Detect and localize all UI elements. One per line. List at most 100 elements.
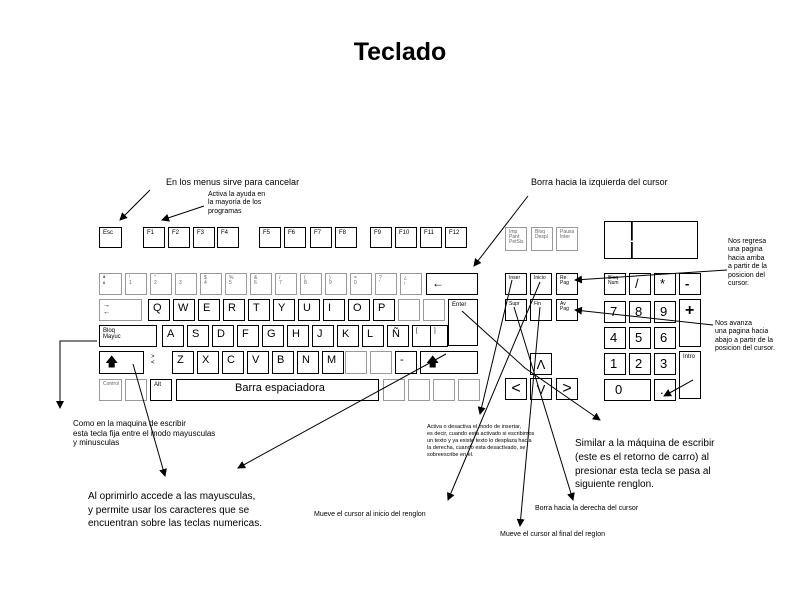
key-f11: F11	[420, 227, 442, 248]
key-spacebar: Barra espaciadora	[176, 379, 379, 401]
key-num-row-¡: ¿ ¡	[400, 273, 422, 295]
key-accent	[398, 299, 420, 321]
key-f10: F10	[395, 227, 417, 248]
key-i: I	[323, 299, 345, 321]
key-comma	[345, 351, 367, 374]
note-home: Mueve el cursor al inicio del renglon	[314, 511, 426, 518]
note-end: Mueve el cursor al final del regIon	[500, 531, 606, 538]
key-num-row-7: / 7	[275, 273, 297, 295]
key-num-slash: /	[629, 273, 651, 295]
arrow-end	[516, 306, 541, 527]
key-less-greater: > <	[147, 351, 167, 374]
note-backspace: Borra hacia la izquierda del cursor	[531, 177, 668, 187]
arrow-insert	[477, 279, 513, 415]
key-z: Z	[172, 351, 194, 374]
key-arrow-left: <	[505, 378, 527, 400]
arrow-caps-lock	[56, 340, 97, 409]
note-caps-lock: Como en la maquina de escribir esta tecl…	[73, 419, 216, 448]
key-b: B	[272, 351, 294, 374]
key-o: O	[348, 299, 370, 321]
note-f1: Activa la ayuda en la mayoría de los pro…	[208, 191, 266, 215]
key-num-row-9: ) 9	[325, 273, 347, 295]
key-p: P	[373, 299, 395, 321]
key-ñ: Ñ	[387, 325, 409, 347]
key-f6: F6	[284, 227, 306, 248]
note-enter: Similar a la máquina de escribir (este e…	[575, 438, 715, 491]
note-shift: Al oprimirlo accede a las mayusculas, y …	[88, 491, 262, 529]
arrow-f1	[161, 205, 205, 222]
key-altgr	[383, 379, 405, 401]
key-f3: F3	[193, 227, 215, 248]
note-page-up: Nos regresa una pagina hacia arriba a pa…	[728, 238, 767, 287]
arrow-intro	[663, 379, 694, 397]
key-ordinal: ª º	[99, 273, 122, 295]
key-num-row-0: = 0	[350, 273, 372, 295]
key-num-star: *	[654, 273, 676, 295]
key-f8: F8	[335, 227, 357, 248]
key-page-up: Re Pag	[556, 273, 578, 295]
key-w: W	[173, 299, 195, 321]
key-delete: Supr	[505, 299, 527, 321]
key-print-screen: Imp Pant PetSis	[505, 227, 527, 251]
key-esc: Esc	[99, 227, 122, 248]
key-num-0: 0	[604, 379, 651, 401]
status-lights-panel: | |	[604, 221, 698, 259]
key-insert: Inser	[505, 273, 527, 295]
arrow-page-up	[574, 269, 728, 284]
key-m: M	[322, 351, 344, 374]
key-u: U	[298, 299, 320, 321]
key-arrow-right: >	[556, 378, 578, 400]
key-num-row-3: · 3	[175, 273, 197, 295]
key-num-enter: Intro	[679, 351, 701, 399]
arrow-page-down	[574, 306, 714, 326]
key-tab: → ←	[99, 299, 142, 321]
key-alt: Alt	[150, 379, 172, 401]
key-q: Q	[148, 299, 170, 321]
key-f7: F7	[310, 227, 332, 248]
key-a: A	[162, 325, 184, 347]
key-win-right	[408, 379, 430, 401]
key-plus-star	[423, 299, 445, 321]
key-num-2: 2	[629, 353, 651, 375]
key-num-row-1: ! 1	[125, 273, 147, 295]
key-num-1: 1	[604, 353, 626, 375]
key-f9: F9	[370, 227, 392, 248]
note-page-down: Nos avanza una pagina hacia abajo a part…	[715, 320, 775, 353]
arrow-esc	[119, 189, 151, 221]
key-j: J	[312, 325, 334, 347]
key-caps-lock: Bloq Mayuc	[99, 325, 157, 347]
key-num-7: 7	[604, 301, 626, 323]
key-menu	[433, 379, 455, 401]
key-s: S	[187, 325, 209, 347]
key-num-minus: -	[679, 273, 701, 295]
key-x: X	[197, 351, 219, 374]
key-t: T	[248, 299, 270, 321]
key-f1: F1	[143, 227, 165, 248]
key-r: R	[223, 299, 245, 321]
key-f2: F2	[168, 227, 190, 248]
arrow-home	[447, 281, 541, 501]
key-shift-left: 🡅	[99, 351, 144, 374]
note-esc: En los menus sirve para cancelar	[166, 177, 300, 187]
key-pause: Pausa Inter	[556, 227, 578, 251]
key-num-row-6: & 6	[250, 273, 272, 295]
key-num-row-2: " 2	[150, 273, 172, 295]
arrow-delete	[513, 306, 575, 501]
key-num-row-5: % 5	[225, 273, 247, 295]
key-num-row-': ? '	[375, 273, 397, 295]
key-h: H	[287, 325, 309, 347]
key-c: C	[222, 351, 244, 374]
key-home: Inicio	[530, 273, 552, 295]
key-close-brace: ]	[430, 325, 448, 347]
key-d: D	[212, 325, 234, 347]
key-enter: Enter	[448, 299, 478, 346]
key-ctrl-right	[458, 379, 480, 401]
key-n: N	[297, 351, 319, 374]
key-backspace: ←	[426, 273, 478, 295]
key-dash: -	[395, 351, 417, 374]
key-num-6: 6	[654, 327, 676, 349]
key-l: L	[362, 325, 384, 347]
key-e: E	[198, 299, 220, 321]
